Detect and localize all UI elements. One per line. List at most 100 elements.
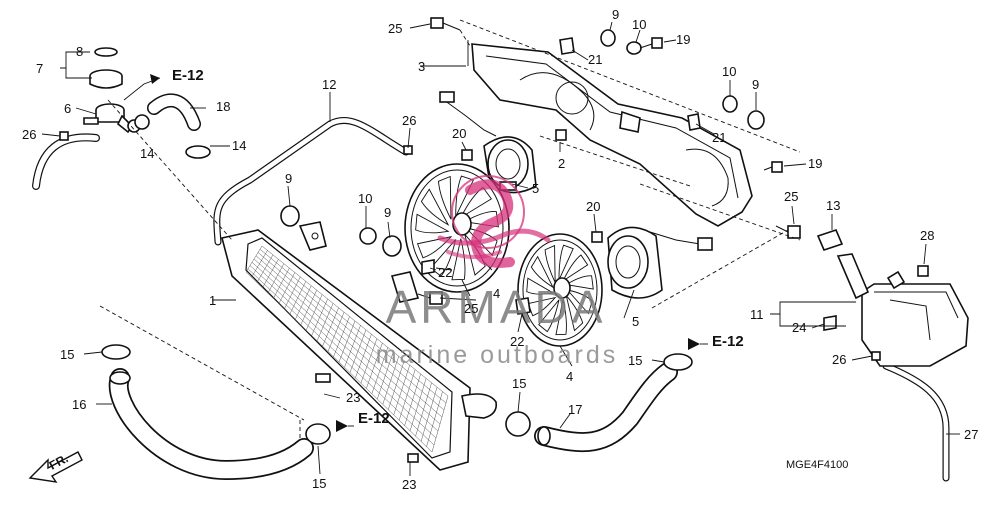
callout-label: 5 xyxy=(632,314,639,329)
radiator-fin-line xyxy=(259,249,447,404)
callout-label: 5 xyxy=(532,181,539,196)
callout-label: 4 xyxy=(566,369,573,384)
callout-label: 9 xyxy=(752,77,759,92)
callout-label: 27 xyxy=(964,427,978,442)
callout-label: 28 xyxy=(920,228,934,243)
callout-labels: 1 2 3 4 4 5 5 6 7 8 9 9 9 9 10 10 10 11 … xyxy=(22,7,978,492)
callout-label: 26 xyxy=(832,352,846,367)
hose-17 xyxy=(534,362,678,453)
callout-label: 13 xyxy=(826,198,840,213)
reference-arrows xyxy=(123,74,708,432)
watermark-swirl xyxy=(465,179,515,268)
watermark-ring xyxy=(451,175,525,249)
bolts-and-grommets xyxy=(59,17,929,361)
callout-label: 1 xyxy=(209,293,216,308)
callout-label: 21 xyxy=(712,130,726,145)
callout-label: 17 xyxy=(568,402,582,417)
filler-neck xyxy=(83,47,150,134)
callout-label: 25 xyxy=(784,189,798,204)
callout-label: 22 xyxy=(438,265,452,280)
radiator-fin-line xyxy=(245,271,433,453)
radiator-fin-line xyxy=(249,265,437,439)
callout-label: 15 xyxy=(628,353,642,368)
callout-label: 16 xyxy=(72,397,86,412)
callout-label: 11 xyxy=(750,307,764,322)
fan-motor-upper xyxy=(439,91,537,194)
callout-label: 20 xyxy=(586,199,600,214)
fan-blade xyxy=(538,299,560,333)
callout-label: 26 xyxy=(402,113,416,128)
fan-blade xyxy=(415,213,450,234)
reference-labels: E-12 E-12 E-12 xyxy=(172,67,744,427)
hose-26-left xyxy=(32,133,100,190)
callout-label: 25 xyxy=(388,21,402,36)
callout-label: 23 xyxy=(346,390,360,405)
fan-blade-lower xyxy=(517,233,603,347)
watermark-brand: ARMADA xyxy=(386,281,607,333)
reserve-tank xyxy=(816,229,969,367)
fan-motor-lower xyxy=(607,226,713,299)
fan-blade xyxy=(420,188,450,226)
fan-blade xyxy=(544,244,556,283)
fan-blade xyxy=(526,277,555,295)
callout-label: 19 xyxy=(808,156,822,171)
fan-shroud xyxy=(471,43,753,227)
callout-label: 2 xyxy=(558,156,565,171)
callout-label: 15 xyxy=(512,376,526,391)
callout-label: 18 xyxy=(216,99,230,114)
hose-16 xyxy=(108,368,314,481)
callout-label: 9 xyxy=(612,7,619,22)
callout-label: 10 xyxy=(358,191,372,206)
callout-label: 26 xyxy=(22,127,36,142)
assembly-dashed-lines xyxy=(99,19,801,440)
callout-label: 3 xyxy=(418,59,425,74)
hose-27 xyxy=(882,362,950,482)
callout-label: 4 xyxy=(493,286,500,301)
callout-label: 14 xyxy=(232,138,246,153)
radiator-fin-line xyxy=(253,258,441,425)
fan-blade xyxy=(530,255,555,289)
fan-blade xyxy=(527,296,557,317)
callout-label: 6 xyxy=(64,101,71,116)
callout-label: 9 xyxy=(384,205,391,220)
callout-label: 14 xyxy=(140,146,154,161)
callout-label: 8 xyxy=(76,44,83,59)
callout-label: 23 xyxy=(402,477,416,492)
front-direction-arrow xyxy=(28,451,83,483)
fan-blade xyxy=(555,299,567,336)
fan-blade xyxy=(561,254,589,283)
fan-blade xyxy=(566,289,593,315)
leader-lines xyxy=(41,21,960,476)
callout-label: 22 xyxy=(510,334,524,349)
radiator-core xyxy=(221,221,498,471)
callout-label: 12 xyxy=(322,77,336,92)
callout-label: 20 xyxy=(452,126,466,141)
callout-label: 25 xyxy=(464,301,478,316)
callout-label: 10 xyxy=(632,17,646,32)
callout-label: 15 xyxy=(312,476,326,491)
radiator-fin-line xyxy=(255,255,443,418)
fan-blade-set-lower xyxy=(526,244,594,336)
callout-label: 10 xyxy=(722,64,736,79)
callout-label: 21 xyxy=(588,52,602,67)
callout-label: 9 xyxy=(285,171,292,186)
callout-label: 19 xyxy=(676,32,690,47)
watermark-tagline: marine outboards xyxy=(376,341,619,369)
watermark-logo: ARMADA marine outboards xyxy=(376,175,619,369)
callout-label: 15 xyxy=(60,347,74,362)
hose-18 xyxy=(147,93,201,131)
fan-blade xyxy=(565,295,584,332)
reference-label: E-12 xyxy=(172,67,204,84)
radiator-fin-line xyxy=(251,262,439,432)
fan-blade xyxy=(437,175,452,220)
radiator-fin-line xyxy=(261,245,449,397)
hose-12 xyxy=(213,116,410,246)
fan-blade xyxy=(429,239,457,277)
callout-label: 7 xyxy=(36,61,43,76)
reference-label: E-12 xyxy=(358,410,390,427)
fan-blade xyxy=(564,275,594,290)
diagram-code: MGE4F4100 xyxy=(786,459,848,471)
radiator-fin-line xyxy=(247,268,435,446)
